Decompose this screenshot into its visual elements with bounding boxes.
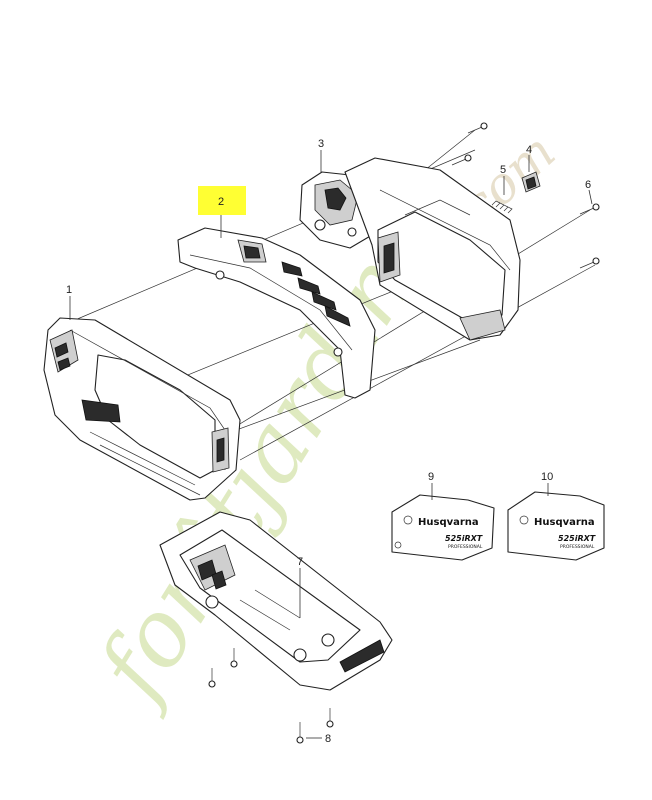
callout-10: 10 <box>541 471 553 483</box>
callout-2: 2 <box>218 196 224 208</box>
rear-housing <box>344 157 521 341</box>
decal-9-model: 525iRXT <box>445 534 483 543</box>
screw-e <box>208 668 216 688</box>
screw-f <box>230 648 238 668</box>
callout-2-highlight <box>198 186 246 215</box>
decal-9-sub: PROFESSIONAL <box>448 544 483 550</box>
part-6-screws <box>451 122 600 269</box>
screw-h <box>326 708 334 728</box>
part-1-front-housing <box>43 317 241 501</box>
callout-8: 8 <box>325 733 331 745</box>
part-5-spring <box>491 200 513 214</box>
screw-b <box>451 154 472 166</box>
callout-9: 9 <box>428 471 434 483</box>
callout-3: 3 <box>318 138 324 150</box>
screw-c <box>579 203 600 215</box>
part-9-decal: Husqvarna 525iRXT PROFESSIONAL <box>391 494 495 561</box>
part-2-top-handle <box>177 227 376 399</box>
decal-10-sub: PROFESSIONAL <box>560 544 595 550</box>
screw-d <box>579 257 600 269</box>
part-8-screws <box>208 648 334 744</box>
screw-g <box>296 722 304 744</box>
callout-1: 1 <box>66 284 72 296</box>
part-7-bottom-housing <box>159 511 393 691</box>
leader-lines <box>69 150 593 739</box>
part-10-decal: Husqvarna 525iRXT PROFESSIONAL <box>507 491 605 561</box>
part-4-clip <box>521 171 541 193</box>
callout-4: 4 <box>526 144 532 156</box>
callout-7: 7 <box>297 556 303 568</box>
screw-a <box>467 122 488 134</box>
callout-6: 6 <box>585 179 591 191</box>
callouts: 1 2 3 4 5 6 7 8 9 10 <box>66 138 591 745</box>
callout-5: 5 <box>500 164 506 176</box>
decal-10-model: 525iRXT <box>558 534 596 543</box>
decal-9-brand: Husqvarna <box>418 517 479 528</box>
decal-10-brand: Husqvarna <box>534 517 595 528</box>
